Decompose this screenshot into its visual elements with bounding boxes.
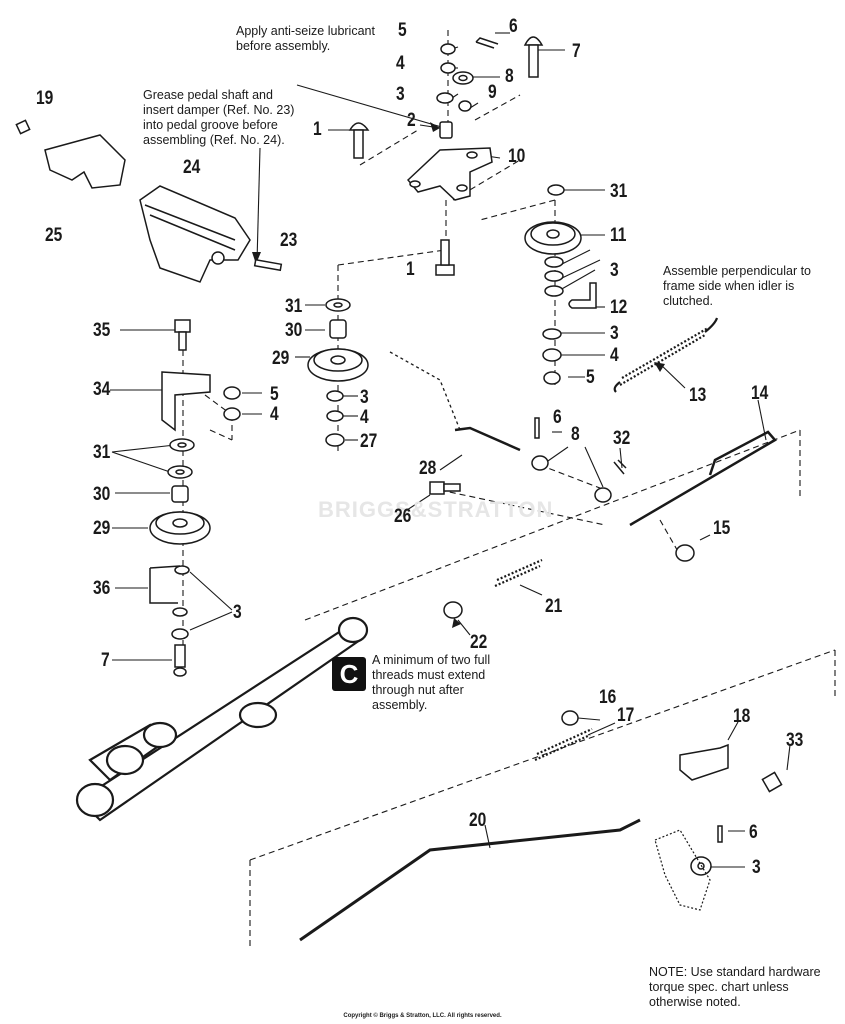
callout-3f: 3: [752, 857, 761, 878]
callout-21: 21: [545, 596, 563, 617]
callout-3b: 3: [610, 260, 619, 281]
callout-8: 8: [505, 66, 514, 87]
callout-14: 14: [751, 383, 769, 404]
callout-29: 29: [272, 348, 290, 369]
callout-15: 15: [713, 518, 731, 539]
callout-22: 22: [470, 632, 488, 653]
callout-5c: 5: [270, 384, 279, 405]
callout-30b: 30: [93, 484, 111, 505]
callout-4: 4: [396, 53, 405, 74]
note-threads: A minimum of two full threads must exten…: [372, 653, 491, 712]
dashed-assembly-lines: [182, 30, 836, 950]
callout-31b: 31: [285, 296, 303, 317]
callout-4c: 4: [360, 407, 369, 428]
reference-c-badge: C: [332, 657, 366, 691]
callout-4b: 4: [610, 345, 619, 366]
pedal-arm-dotted: [654, 829, 711, 911]
callout-34: 34: [93, 379, 111, 400]
callout-9: 9: [488, 82, 497, 103]
callout-35: 35: [93, 320, 111, 341]
callout-27: 27: [360, 431, 378, 452]
callout-33: 33: [786, 730, 804, 751]
callout-2: 2: [407, 110, 416, 131]
brackets: [149, 282, 729, 781]
callout-5: 5: [398, 20, 407, 41]
callout-leaders: [110, 32, 791, 868]
callout-6: 6: [509, 16, 518, 37]
callout-20: 20: [469, 810, 487, 831]
callout-28: 28: [419, 458, 437, 479]
note-grease-pedal: Grease pedal shaft and insert damper (Re…: [143, 88, 295, 147]
callout-7: 7: [572, 41, 581, 62]
callout-3c: 3: [610, 323, 619, 344]
drive-belt: [75, 616, 369, 822]
callout-7b: 7: [101, 650, 110, 671]
callout-3: 3: [396, 84, 405, 105]
springs: [494, 317, 719, 762]
callout-29b: 29: [93, 518, 111, 539]
brand-watermark: BRIGGS&STRATTON: [318, 497, 554, 522]
note-anti-seize: Apply anti-seize lubricant before assemb…: [236, 24, 375, 53]
callout-31: 31: [610, 181, 628, 202]
callout-36: 36: [93, 578, 111, 599]
callout-25: 25: [45, 225, 63, 246]
callout-32: 32: [613, 428, 631, 449]
copyright-footer: Copyright © Briggs & Stratton, LLC. All …: [343, 1013, 502, 1019]
callout-17: 17: [617, 705, 635, 726]
callout-12: 12: [610, 297, 628, 318]
callout-13: 13: [689, 385, 707, 406]
callout-10: 10: [508, 146, 526, 167]
note-perpendicular: Assemble perpendicular to frame side whe…: [663, 264, 811, 308]
idler-bracket: [406, 147, 493, 201]
callout-6b: 6: [553, 407, 562, 428]
callout-23: 23: [280, 230, 298, 251]
callout-11: 11: [610, 225, 627, 246]
note-torque: NOTE: Use standard hardware torque spec.…: [649, 965, 821, 1009]
callout-18: 18: [733, 706, 751, 727]
callout-1: 1: [313, 119, 322, 140]
callout-5b: 5: [586, 367, 595, 388]
callout-19: 19: [36, 88, 54, 109]
arrows: [252, 122, 665, 678]
callout-6c: 6: [749, 822, 758, 843]
callout-26: 26: [394, 506, 412, 527]
callout-24: 24: [183, 157, 201, 178]
callout-3e: 3: [233, 602, 242, 623]
pulleys: [149, 221, 582, 545]
brake-pedal-assembly: [44, 134, 283, 283]
washers-and-nuts: [167, 43, 712, 876]
callout-31c: 31: [93, 442, 111, 463]
callout-4d: 4: [270, 404, 279, 425]
bolts: [15, 36, 783, 793]
callout-30: 30: [285, 320, 303, 341]
callout-8b: 8: [571, 424, 580, 445]
rods: [299, 351, 777, 942]
callout-1b: 1: [406, 259, 415, 280]
callout-16: 16: [599, 687, 617, 708]
callout-3d: 3: [360, 387, 369, 408]
cotter-pins: [475, 37, 723, 843]
